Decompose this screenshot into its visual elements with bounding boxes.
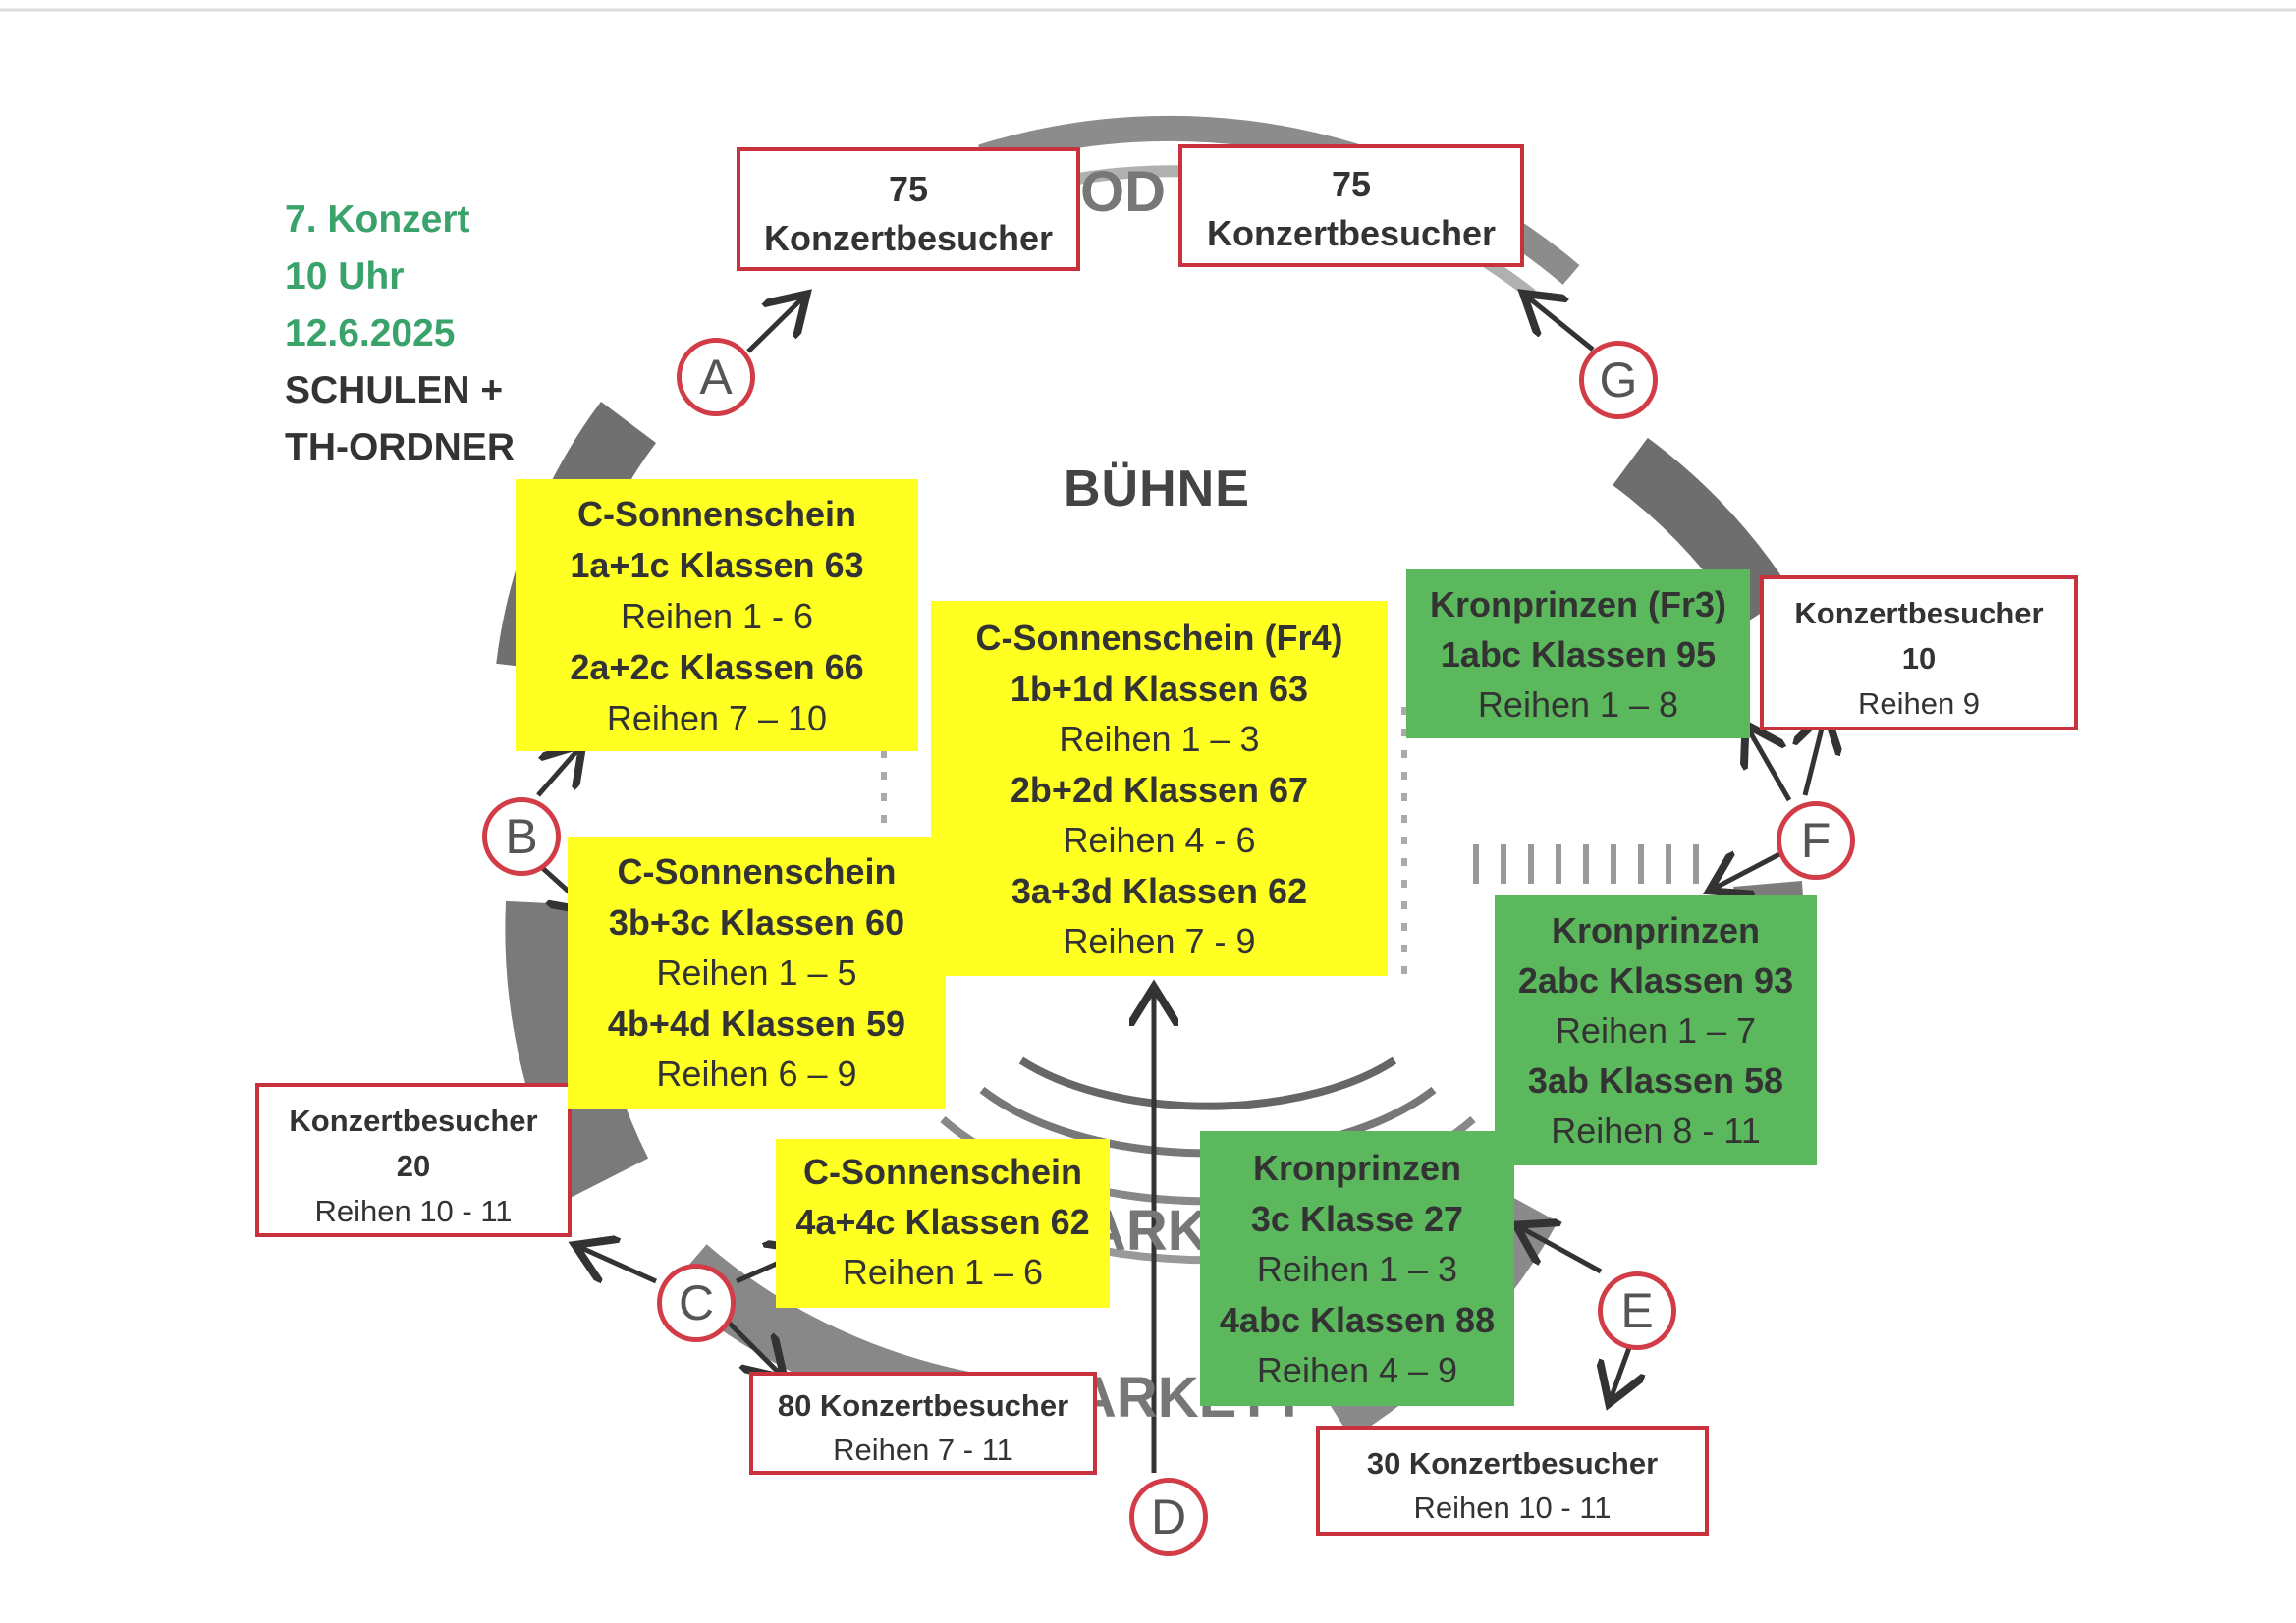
class-info: 4abc Klassen 88 [1219, 1299, 1496, 1340]
class-info: 4a+4c Klassen 62 [795, 1202, 1090, 1242]
group-kronprinzen-fr3: Kronprinzen (Fr3) 1abc Klassen 95 Reihen… [1406, 569, 1750, 738]
row-info: Reihen 7 - 9 [1063, 921, 1256, 961]
entrance-a: A [677, 338, 755, 416]
row-info: Reihen 4 – 9 [1256, 1350, 1458, 1390]
box-bottom-right-visitors: 30 Konzertbesucher Reihen 10 - 11 [1316, 1426, 1709, 1536]
visitor-label: 30 Konzertbesucher [1366, 1446, 1659, 1481]
class-info: 1b+1d Klassen 63 [1010, 668, 1309, 709]
row-info: Reihen 1 – 7 [1555, 1010, 1757, 1051]
visitor-rows: Reihen 7 - 11 [833, 1433, 1013, 1467]
arrow-c-to-left [579, 1247, 658, 1284]
school-name: C-Sonnenschein [802, 1152, 1083, 1192]
school-name: C-Sonnenschein [576, 494, 857, 534]
arrow-a-to-top-left [746, 298, 803, 353]
arrow-e-to-green3 [1520, 1227, 1603, 1274]
row-info: Reihen 6 – 9 [656, 1054, 857, 1094]
group-sonnenschein-4: C-Sonnenschein 4a+4c Klassen 62 Reihen 1… [776, 1139, 1110, 1308]
arrow-c-to-bottom-mid [725, 1319, 781, 1375]
concert-time: 10 Uhr [285, 255, 405, 298]
visitor-rows: Reihen 10 - 11 [1413, 1490, 1612, 1525]
group-sonnenschein-3: C-Sonnenschein 3b+3c Klassen 60 Reihen 1… [568, 837, 946, 1109]
row-info: Reihen 1 – 3 [1256, 1249, 1458, 1289]
row-info: Reihen 4 - 6 [1063, 820, 1256, 860]
audience-type-1: SCHULEN + [285, 369, 504, 411]
stage-label: BÜHNE [1064, 460, 1250, 517]
arrow-e-to-bottom-right [1611, 1344, 1630, 1399]
visitor-label: Konzertbesucher [1206, 213, 1497, 253]
class-info: 2abc Klassen 93 [1517, 960, 1794, 1001]
box-top-right-visitors: 75 Konzertbesucher [1178, 144, 1524, 267]
entrance-arrows [536, 297, 1825, 1473]
entrance-d: D [1129, 1478, 1208, 1556]
class-info: 4b+4d Klassen 59 [607, 1002, 906, 1044]
visitor-count: 75 [888, 169, 929, 209]
entrance-c: C [657, 1264, 736, 1342]
class-info: 2b+2d Klassen 67 [1010, 769, 1309, 810]
class-info: 1a+1c Klassen 63 [570, 545, 864, 585]
class-info: 3c Klasse 27 [1250, 1198, 1464, 1239]
row-info: Reihen 1 – 8 [1477, 684, 1679, 725]
group-kronprinzen-2: Kronprinzen 2abc Klassen 93 Reihen 1 – 7… [1495, 895, 1817, 1165]
entrance-g: G [1579, 341, 1658, 419]
visitor-rows: Reihen 9 [1857, 686, 1981, 721]
visitor-count: 75 [1331, 164, 1372, 204]
group-sonnenschein-fr4: C-Sonnenschein (Fr4) 1b+1d Klassen 63 Re… [931, 601, 1388, 976]
visitor-label: 80 Konzertbesucher [777, 1388, 1069, 1423]
box-left-visitors: Konzertbesucher 20 Reihen 10 - 11 [255, 1083, 572, 1237]
class-info: 3a+3d Klassen 62 [1011, 870, 1308, 911]
school-name: C-Sonnenschein (Fr4) [975, 618, 1343, 658]
entrance-f: F [1777, 801, 1855, 880]
entrance-b: B [482, 797, 561, 876]
row-info: Reihen 7 – 10 [606, 698, 828, 738]
arrow-f-to-green1 [1748, 729, 1792, 802]
class-info: 2a+2c Klassen 66 [570, 647, 864, 687]
visitor-label: Konzertbesucher [1794, 596, 2044, 630]
arrow-f-to-green2 [1714, 854, 1781, 889]
row-info: Reihen 8 - 11 [1551, 1110, 1761, 1151]
entrance-e: E [1598, 1271, 1676, 1350]
visitor-count: 10 [1901, 641, 1937, 676]
box-bottom-mid-visitors: 80 Konzertbesucher Reihen 7 - 11 [749, 1372, 1097, 1475]
group-kronprinzen-3: Kronprinzen 3c Klasse 27 Reihen 1 – 3 4a… [1200, 1131, 1514, 1406]
visitor-rows: Reihen 10 - 11 [314, 1194, 513, 1228]
bg-label-top: OD [1080, 160, 1166, 224]
row-info: Reihen 1 – 6 [842, 1252, 1044, 1292]
row-info: Reihen 1 – 3 [1059, 719, 1260, 759]
school-name: Kronprinzen [1552, 910, 1760, 950]
class-info: 3b+3c Klassen 60 [608, 901, 905, 943]
concert-header: 7. Konzert 10 Uhr 12.6.2025 SCHULEN + TH… [285, 191, 515, 476]
visitor-label: Konzertbesucher [763, 218, 1054, 258]
class-info: 1abc Klassen 95 [1440, 634, 1717, 675]
arrow-b-to-yellow1 [536, 748, 579, 797]
audience-type-2: TH-ORDNER [285, 426, 515, 468]
visitor-label: Konzertbesucher [289, 1104, 538, 1138]
school-name: Kronprinzen [1253, 1148, 1461, 1188]
class-info: 3ab Klassen 58 [1527, 1060, 1784, 1101]
school-name: C-Sonnenschein [617, 851, 897, 892]
row-info: Reihen 1 – 5 [656, 952, 857, 993]
box-right-visitors: Konzertbesucher 10 Reihen 9 [1760, 575, 2078, 730]
school-name: Kronprinzen (Fr3) [1430, 584, 1726, 624]
box-top-left-visitors: 75 Konzertbesucher [737, 147, 1080, 271]
group-sonnenschein-1: C-Sonnenschein 1a+1c Klassen 63 Reihen 1… [516, 479, 918, 751]
row-info: Reihen 1 - 6 [620, 596, 814, 636]
arrow-g-to-top-right [1527, 297, 1595, 352]
visitor-count: 20 [396, 1149, 431, 1183]
concert-date: 12.6.2025 [285, 312, 456, 354]
concert-number: 7. Konzert [285, 198, 470, 241]
